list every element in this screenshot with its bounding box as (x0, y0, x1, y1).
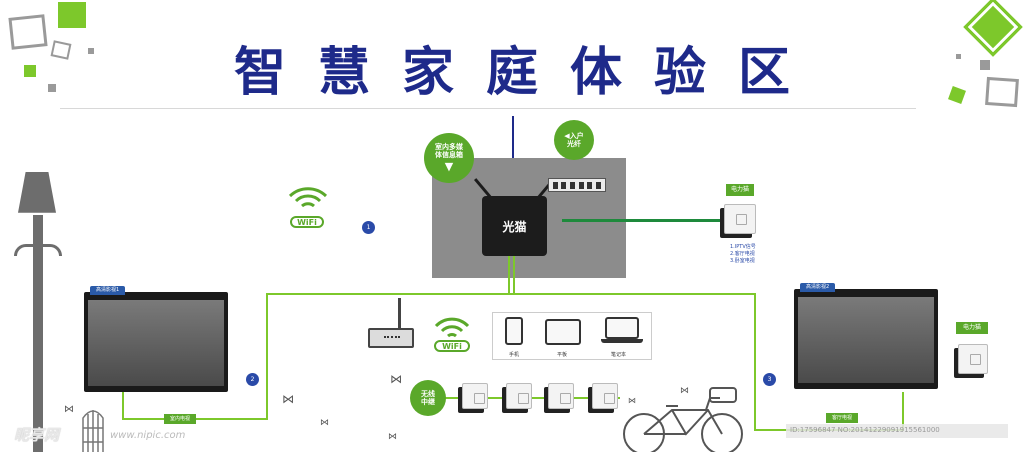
down-arrow-icon: ▼ (444, 159, 454, 173)
device-group: 手机 平板 笔记本 (492, 312, 652, 360)
street-lamp-icon (18, 172, 56, 213)
power-socket (958, 344, 988, 374)
butterfly-icon: ⋈ (390, 372, 402, 386)
tv-tab: 高清影视2 (800, 283, 836, 292)
wifi-icon (288, 187, 328, 208)
note-line: 1.IPTV信号 (730, 244, 756, 250)
cable-tv-right (902, 392, 904, 430)
tag-text: 电力猫 (730, 186, 749, 193)
power-adapter-tag: 电力猫 (956, 322, 988, 334)
watermark-id-text: ID:17596847 NO:20141229091915561000 (790, 426, 940, 434)
power-socket (724, 204, 756, 234)
title-divider (60, 108, 916, 109)
decor-square (48, 84, 56, 92)
power-line-cable (562, 219, 722, 222)
left-arrow-icon: ◀入户 (564, 131, 584, 140)
indoor-info-box-bubble: 室内多媒 体信息箱 ▼ (424, 133, 474, 183)
page-title: 智慧家庭体验区 (233, 43, 822, 103)
fiber-entry-bubble: ◀入户 光纤 (554, 120, 594, 160)
note-line: 3.卧室电视 (730, 258, 755, 264)
phone-label: 手机 (509, 352, 520, 358)
wifi-label: WiFi (290, 216, 324, 228)
power-adapter-tag: 电力猫 (726, 184, 754, 196)
router-icon (368, 328, 414, 348)
butterfly-icon: ⋈ (320, 418, 329, 428)
butterfly-icon: ⋈ (628, 396, 636, 405)
tv-screen (88, 300, 224, 386)
wifi-icon (434, 317, 470, 338)
decor-square (88, 48, 94, 54)
wifi-badge: WiFi (432, 312, 472, 352)
power-strip-icon (548, 178, 606, 192)
cable-down-2 (513, 256, 515, 294)
bubble-line: 体信息箱 (435, 151, 463, 160)
bubble-line: 光纤 (567, 140, 581, 148)
step-number: 2 (250, 376, 255, 383)
tablet-label: 平板 (557, 352, 568, 358)
optical-modem: 光猫 (482, 196, 547, 256)
watermark-url: www.nipic.com (110, 430, 186, 441)
tv-screen (798, 297, 934, 383)
laptop-icon (605, 317, 639, 339)
cable-right-vertical (754, 293, 756, 431)
tv-right: 高清影视2 (794, 283, 938, 389)
tablet-icon (545, 319, 581, 345)
tv-left: 高清影视1 (84, 286, 228, 392)
butterfly-icon: ⋈ (388, 432, 397, 442)
tv-tab: 高清影视1 (90, 286, 126, 295)
butterfly-icon: ⋈ (680, 386, 689, 396)
label-text: 客厅电视 (832, 415, 853, 421)
router-antenna-icon (398, 298, 401, 330)
cable-down-1 (508, 256, 510, 294)
site-logo: 昵享网 (14, 426, 60, 444)
butterfly-icon: ⋈ (282, 392, 294, 406)
bubble-line: 中继 (421, 398, 435, 406)
step-3-icon: 3 (763, 373, 776, 386)
laptop-base (601, 339, 643, 343)
step-number: 1 (366, 224, 371, 231)
tv-right-label: 客厅电视 (826, 413, 859, 423)
relay-socket (462, 383, 488, 409)
watermark-id: ID:17596847 NO:20141229091915561000 (786, 424, 1008, 438)
bubble-line: 无线 (421, 389, 435, 398)
decor-square (980, 60, 990, 70)
incoming-cable (512, 116, 514, 188)
relay-socket (506, 383, 532, 409)
birdcage-icon (82, 410, 104, 452)
relay-socket (548, 383, 574, 409)
street-lamp-post (33, 215, 43, 452)
decor-square (58, 2, 86, 28)
decor-square (956, 54, 961, 59)
wifi-badge: WiFi (286, 180, 330, 228)
router-lights (384, 336, 400, 339)
butterfly-icon: ⋈ (64, 404, 74, 415)
relay-socket (592, 383, 618, 409)
tag-text: 电力猫 (962, 324, 981, 331)
power-notes: 1.IPTV信号 2.客厅电视 3.卧室电视 (730, 244, 756, 265)
bubble-line: 入户 (569, 131, 584, 140)
wireless-relay-bubble: 无线 中继 (410, 380, 446, 416)
cable-tv-left (122, 392, 124, 420)
laptop-label: 笔记本 (611, 352, 627, 358)
bicycle-icon (623, 387, 743, 452)
bubble-line: 室内多媒 (435, 143, 463, 152)
cable-left-vertical (266, 293, 268, 419)
tv-left-label: 室内电视 (164, 414, 197, 424)
step-2-icon: 2 (246, 373, 259, 386)
note-line: 2.客厅电视 (730, 251, 755, 257)
cable-horizontal (266, 293, 756, 295)
step-1-icon: 1 (362, 221, 375, 234)
label-text: 室内电视 (170, 416, 191, 422)
step-number: 3 (767, 376, 772, 383)
decor-square (24, 65, 36, 77)
wifi-label: WiFi (434, 340, 470, 352)
optical-modem-label: 光猫 (502, 219, 527, 234)
phone-icon (505, 317, 523, 345)
